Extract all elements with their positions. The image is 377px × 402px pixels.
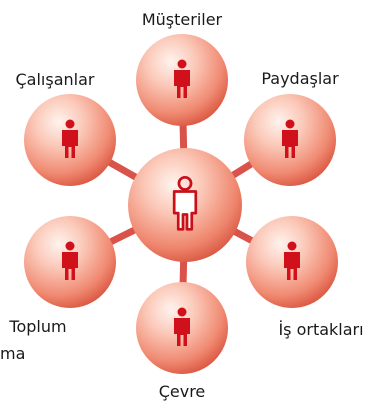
node-paydaslar: [244, 94, 336, 186]
node-musteriler: [136, 34, 228, 126]
center-node: [128, 148, 242, 262]
label-calisanlar: Çalışanlar: [16, 70, 95, 89]
node-toplum: [24, 216, 116, 308]
label-cevre: Çevre: [159, 382, 206, 401]
edge-text-fragment: ma: [0, 344, 25, 363]
label-musteriler: Müşteriler: [142, 10, 223, 29]
node-is-ortaklari: [246, 216, 338, 308]
node-cevre: [136, 282, 228, 374]
node-calisanlar: [24, 94, 116, 186]
label-toplum: Toplum: [8, 317, 66, 336]
label-paydaslar: Paydaşlar: [261, 69, 339, 88]
label-is-ortaklari: İş ortakları: [278, 320, 363, 339]
